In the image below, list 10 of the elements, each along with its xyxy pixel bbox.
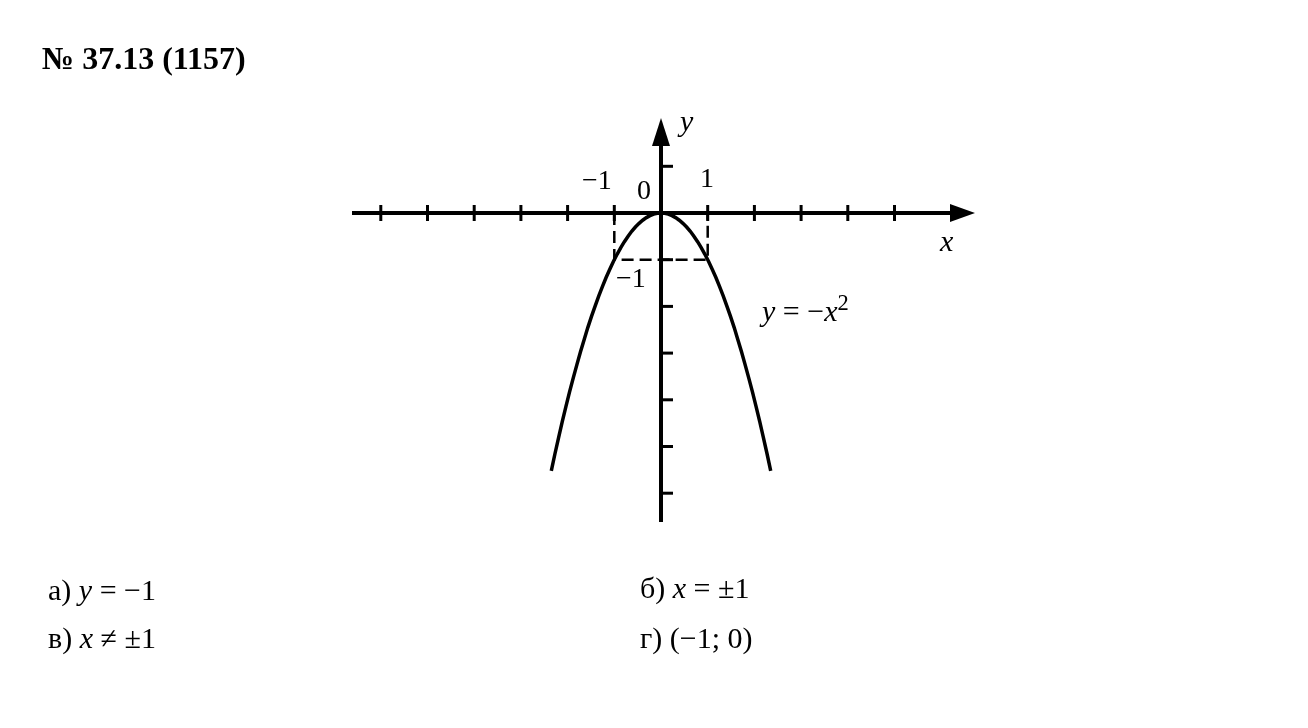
tick-label: −1 <box>616 264 646 292</box>
answer-text: б) x = ±1 <box>640 573 750 603</box>
answer-text: г) (−1; 0) <box>640 623 753 653</box>
tick-label: 0 <box>637 176 651 204</box>
tick-label: −1 <box>582 166 612 194</box>
tick-label: 1 <box>700 164 714 192</box>
axis-label: x <box>940 226 954 256</box>
answer-text: в) x ≠ ±1 <box>48 623 156 653</box>
answer-text: а) y = −1 <box>48 575 156 605</box>
title: № 37.13 (1157) <box>42 42 246 74</box>
